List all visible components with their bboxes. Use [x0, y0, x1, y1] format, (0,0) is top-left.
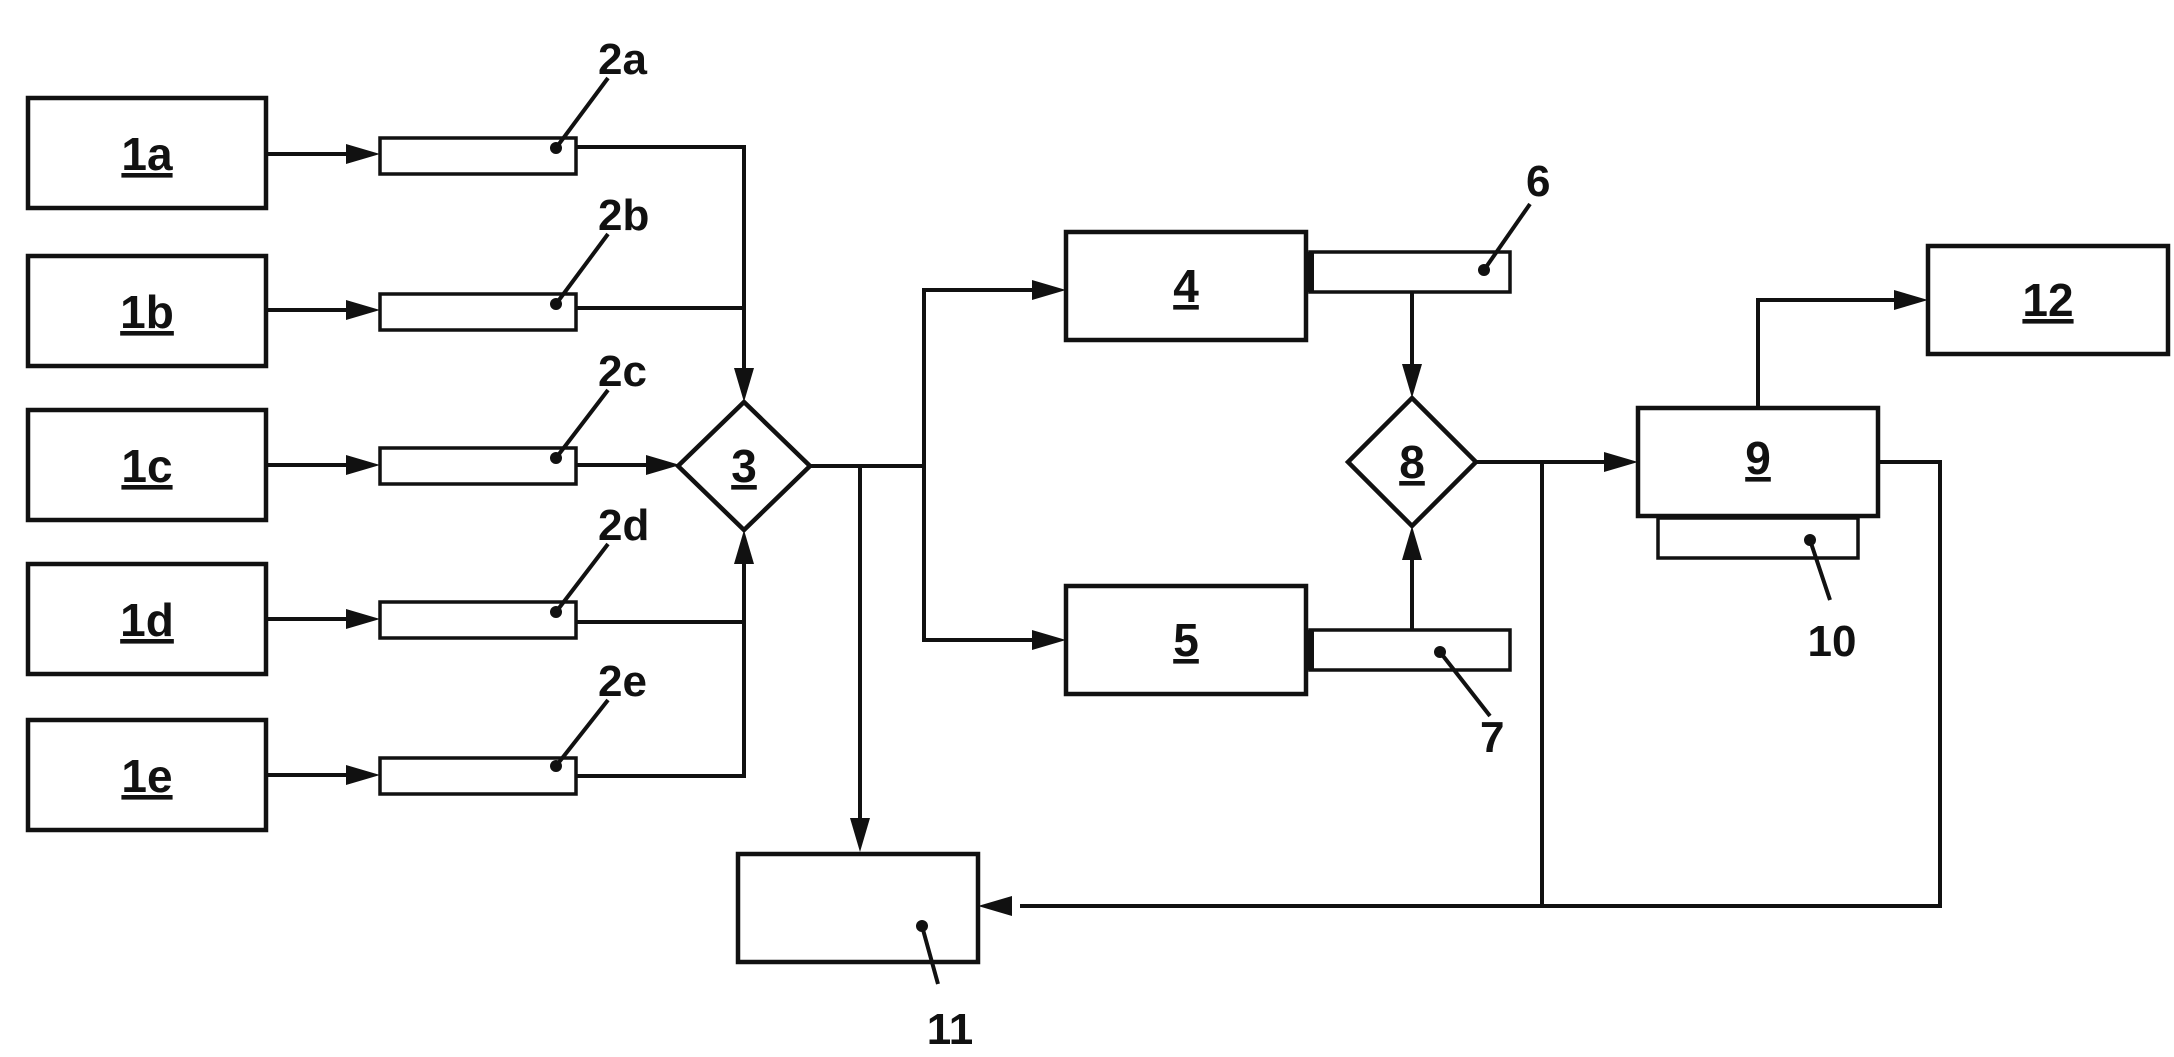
ref-6: 6	[1526, 157, 1550, 206]
block-4: 4	[1063, 229, 1309, 343]
block-1a: 1a	[25, 95, 269, 211]
block-5: 5	[1063, 583, 1309, 697]
decision-3: 3	[674, 398, 814, 534]
element-6: 6	[1306, 157, 1550, 294]
ref-7: 7	[1480, 713, 1504, 762]
element-2e: 2e	[378, 657, 647, 796]
block-1a-label: 1a	[121, 128, 173, 180]
decision-8-label: 8	[1399, 436, 1425, 488]
connectors-to-12	[1756, 290, 1928, 408]
ref-10: 10	[1808, 617, 1857, 666]
block-12: 12	[1925, 243, 2171, 357]
ref-2a: 2a	[598, 35, 647, 84]
connectors-to-8	[1402, 292, 1422, 630]
connectors-to-9	[1476, 452, 1638, 472]
connectors-sources	[266, 144, 380, 785]
block-9: 9	[1635, 405, 1881, 519]
ref-2e: 2e	[598, 657, 647, 706]
ref-2c: 2c	[598, 347, 647, 396]
ref-2d: 2d	[598, 501, 649, 550]
element-2b: 2b	[378, 191, 649, 332]
decision-8: 8	[1344, 394, 1480, 530]
ref-2b: 2b	[598, 191, 649, 240]
block-1d: 1d	[25, 561, 269, 677]
block-1e-label: 1e	[121, 750, 172, 802]
element-2d: 2d	[378, 501, 649, 640]
block-1b-label: 1b	[120, 286, 174, 338]
connectors-branch	[810, 280, 1066, 852]
block-11: 11	[735, 851, 981, 1054]
element-10: 10	[1656, 516, 1860, 666]
element-7: 7	[1306, 628, 1512, 762]
ref-11: 11	[927, 1005, 974, 1054]
block-1d-label: 1d	[120, 594, 174, 646]
element-2c: 2c	[378, 347, 647, 486]
decision-3-label: 3	[731, 440, 757, 492]
block-1e: 1e	[25, 717, 269, 833]
connectors-feedback	[978, 460, 1942, 916]
block-1c: 1c	[25, 407, 269, 523]
connectors-merge	[576, 145, 754, 778]
block-9-label: 9	[1745, 432, 1771, 484]
block-4-label: 4	[1173, 260, 1199, 312]
element-2a: 2a	[378, 35, 647, 176]
block-1c-label: 1c	[121, 440, 172, 492]
block-5-label: 5	[1173, 614, 1199, 666]
block-1b: 1b	[25, 253, 269, 369]
block-12-label: 12	[2022, 274, 2073, 326]
